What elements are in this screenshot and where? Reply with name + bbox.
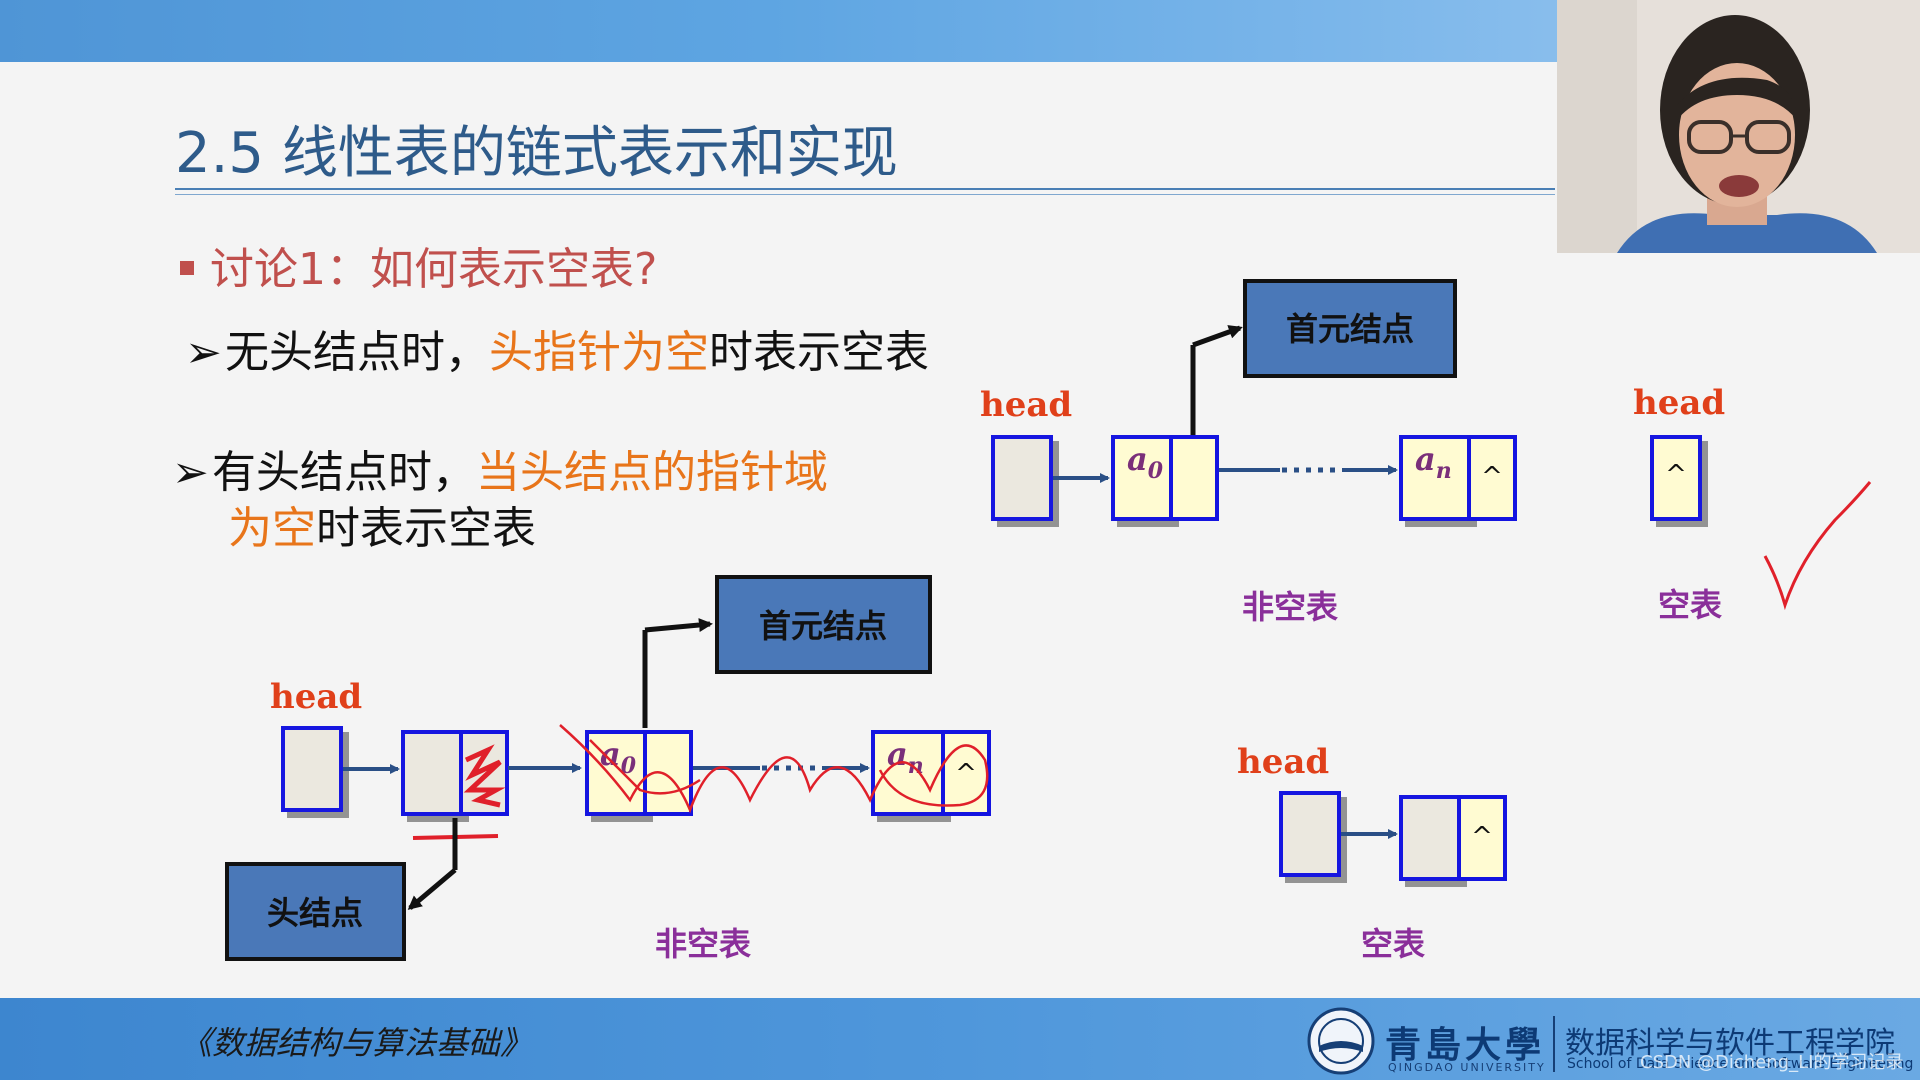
head-node-next-null <box>1457 795 1507 881</box>
webcam-overlay <box>1557 0 1920 253</box>
scribble-annotation <box>559 724 989 814</box>
point2-highlight: 当头结点的指针域 <box>476 447 828 498</box>
title-underline <box>175 188 1555 190</box>
title-underline-thin <box>175 194 1555 195</box>
slide-footer <box>0 998 1920 1080</box>
diagram-no-head-empty: head ^ 空表 <box>1633 383 1872 624</box>
school-name: 数据科学与软件工程学院 <box>1565 1026 1895 1061</box>
point2-text: 有头结点时， <box>212 447 476 498</box>
null-mark: ^ <box>1471 822 1493 852</box>
point-no-head-node: ➢无头结点时，头指针为空时表示空表 <box>185 324 929 382</box>
course-name: 《数据结构与算法基础》 <box>180 1024 533 1062</box>
caption-nonempty: 非空表 <box>655 925 751 963</box>
point-with-head-node: ➢有头结点时，当头结点的指针域 <box>172 444 828 502</box>
head-pointer-null <box>1650 435 1702 521</box>
discussion-heading: 讨论1：如何表示空表? <box>180 233 657 297</box>
university-name: 青島大學 <box>1385 1024 1546 1066</box>
scribble-annotation <box>463 744 506 808</box>
head-node-box <box>225 862 406 961</box>
head-pointer-box <box>281 726 343 812</box>
node-a0-label: a0 <box>600 735 637 779</box>
diagram-no-head-nonempty: head a0 首元结点 an ^ 非空表 <box>980 279 1517 626</box>
node-an-next <box>941 730 991 816</box>
caption-empty: 空表 <box>1361 925 1425 963</box>
head-label: head <box>1237 742 1329 782</box>
point2-text-end: 时表示空表 <box>316 503 536 554</box>
scribble-annotation <box>589 739 701 795</box>
source-watermark: CSDN @Dicheng_LI的学习记录 <box>1640 1052 1904 1073</box>
head-node-label: 头结点 <box>267 894 363 932</box>
first-node-pointer-h <box>644 618 713 633</box>
point1-text-end: 时表示空表 <box>709 327 929 378</box>
presenter-video-icon <box>1557 0 1920 253</box>
diagram-with-head-empty: head ^ 空表 <box>1237 742 1507 963</box>
node-an-data <box>1399 435 1471 521</box>
head-node-pointer-diag <box>407 868 457 910</box>
university-name-en: QINGDAO UNIVERSITY <box>1388 1061 1546 1074</box>
first-node-box <box>1243 279 1457 378</box>
head-label: head <box>270 677 362 717</box>
caption-empty: 空表 <box>1658 586 1722 624</box>
caption-nonempty: 非空表 <box>1242 588 1338 626</box>
first-node-pointer-h <box>1192 325 1243 348</box>
diagram-with-head-nonempty: head 头结点 a0 首元结点 an ^ <box>225 575 991 963</box>
head-label: head <box>1633 383 1725 423</box>
first-node-label: 首元结点 <box>1286 310 1414 348</box>
first-node-label: 首元结点 <box>759 607 887 645</box>
slide-title: 2.5 线性表的链式表示和实现 <box>175 121 898 186</box>
node-a0-label: a0 <box>1127 440 1164 484</box>
head-node-data <box>401 730 463 816</box>
point1-text: 无头结点时， <box>225 327 489 378</box>
university-seal-icon <box>1307 1007 1375 1075</box>
arrow-bullet-icon: ➢ <box>172 447 209 498</box>
point1-highlight: 头指针为空 <box>489 327 709 378</box>
null-mark: ^ <box>955 759 977 789</box>
arrow-bullet-icon: ➢ <box>185 327 222 378</box>
head-pointer-box <box>1279 791 1341 877</box>
node-an-next <box>1467 435 1517 521</box>
node-a0-next <box>1169 435 1219 521</box>
first-node-box <box>715 575 932 674</box>
null-mark: ^ <box>1481 462 1503 492</box>
node-a0-data <box>1111 435 1173 521</box>
head-pointer-box <box>991 435 1053 521</box>
footer-divider <box>1553 1016 1555 1072</box>
node-an-label: an <box>1415 440 1452 484</box>
point-with-head-node-cont: 为空时表示空表 <box>228 500 536 558</box>
head-node-data <box>1399 795 1461 881</box>
discussion-text: 讨论1：如何表示空表? <box>210 244 658 295</box>
square-bullet-icon <box>180 261 194 275</box>
school-name-en: School of Data Science and Software Engi… <box>1567 1056 1914 1072</box>
point2-highlight2: 为空 <box>228 503 316 554</box>
head-label: head <box>980 385 1072 425</box>
null-mark: ^ <box>1665 460 1687 490</box>
checkmark-annotation <box>1763 481 1872 611</box>
